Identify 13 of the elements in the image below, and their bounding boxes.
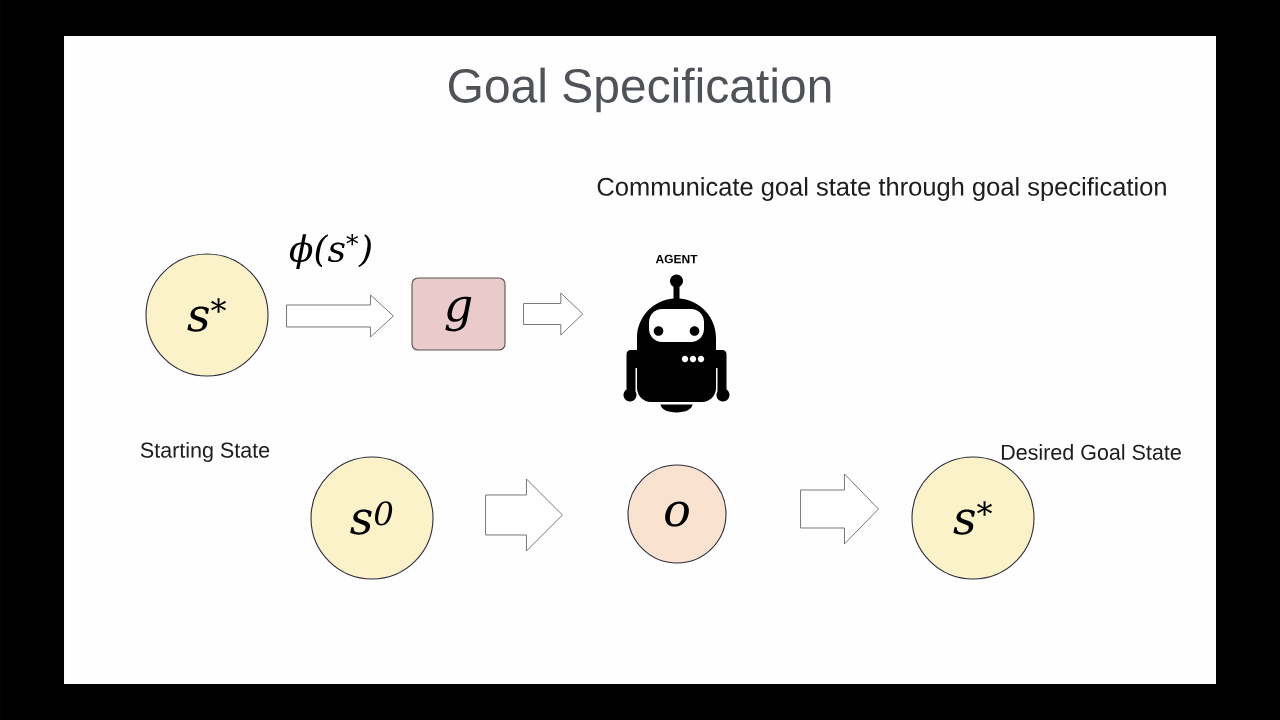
circle-node: s$^{*}$ [145, 253, 269, 377]
agent-label: AGENT [655, 254, 698, 264]
block-arrow [523, 292, 584, 336]
block-arrow [286, 294, 394, 338]
edge-label: ϕ(s$^{*}$) [287, 232, 375, 271]
circle-node: o [627, 464, 727, 564]
rounded-box: g [411, 277, 506, 351]
block-arrow [485, 478, 563, 552]
state-caption: Starting State [140, 442, 270, 462]
slide-title: Goal Specification [449, 67, 831, 113]
block-arrow [800, 473, 879, 545]
subtitle: Communicate goal state through goal specification [597, 177, 1166, 201]
circle-node: s$^{0}$ [310, 456, 434, 580]
